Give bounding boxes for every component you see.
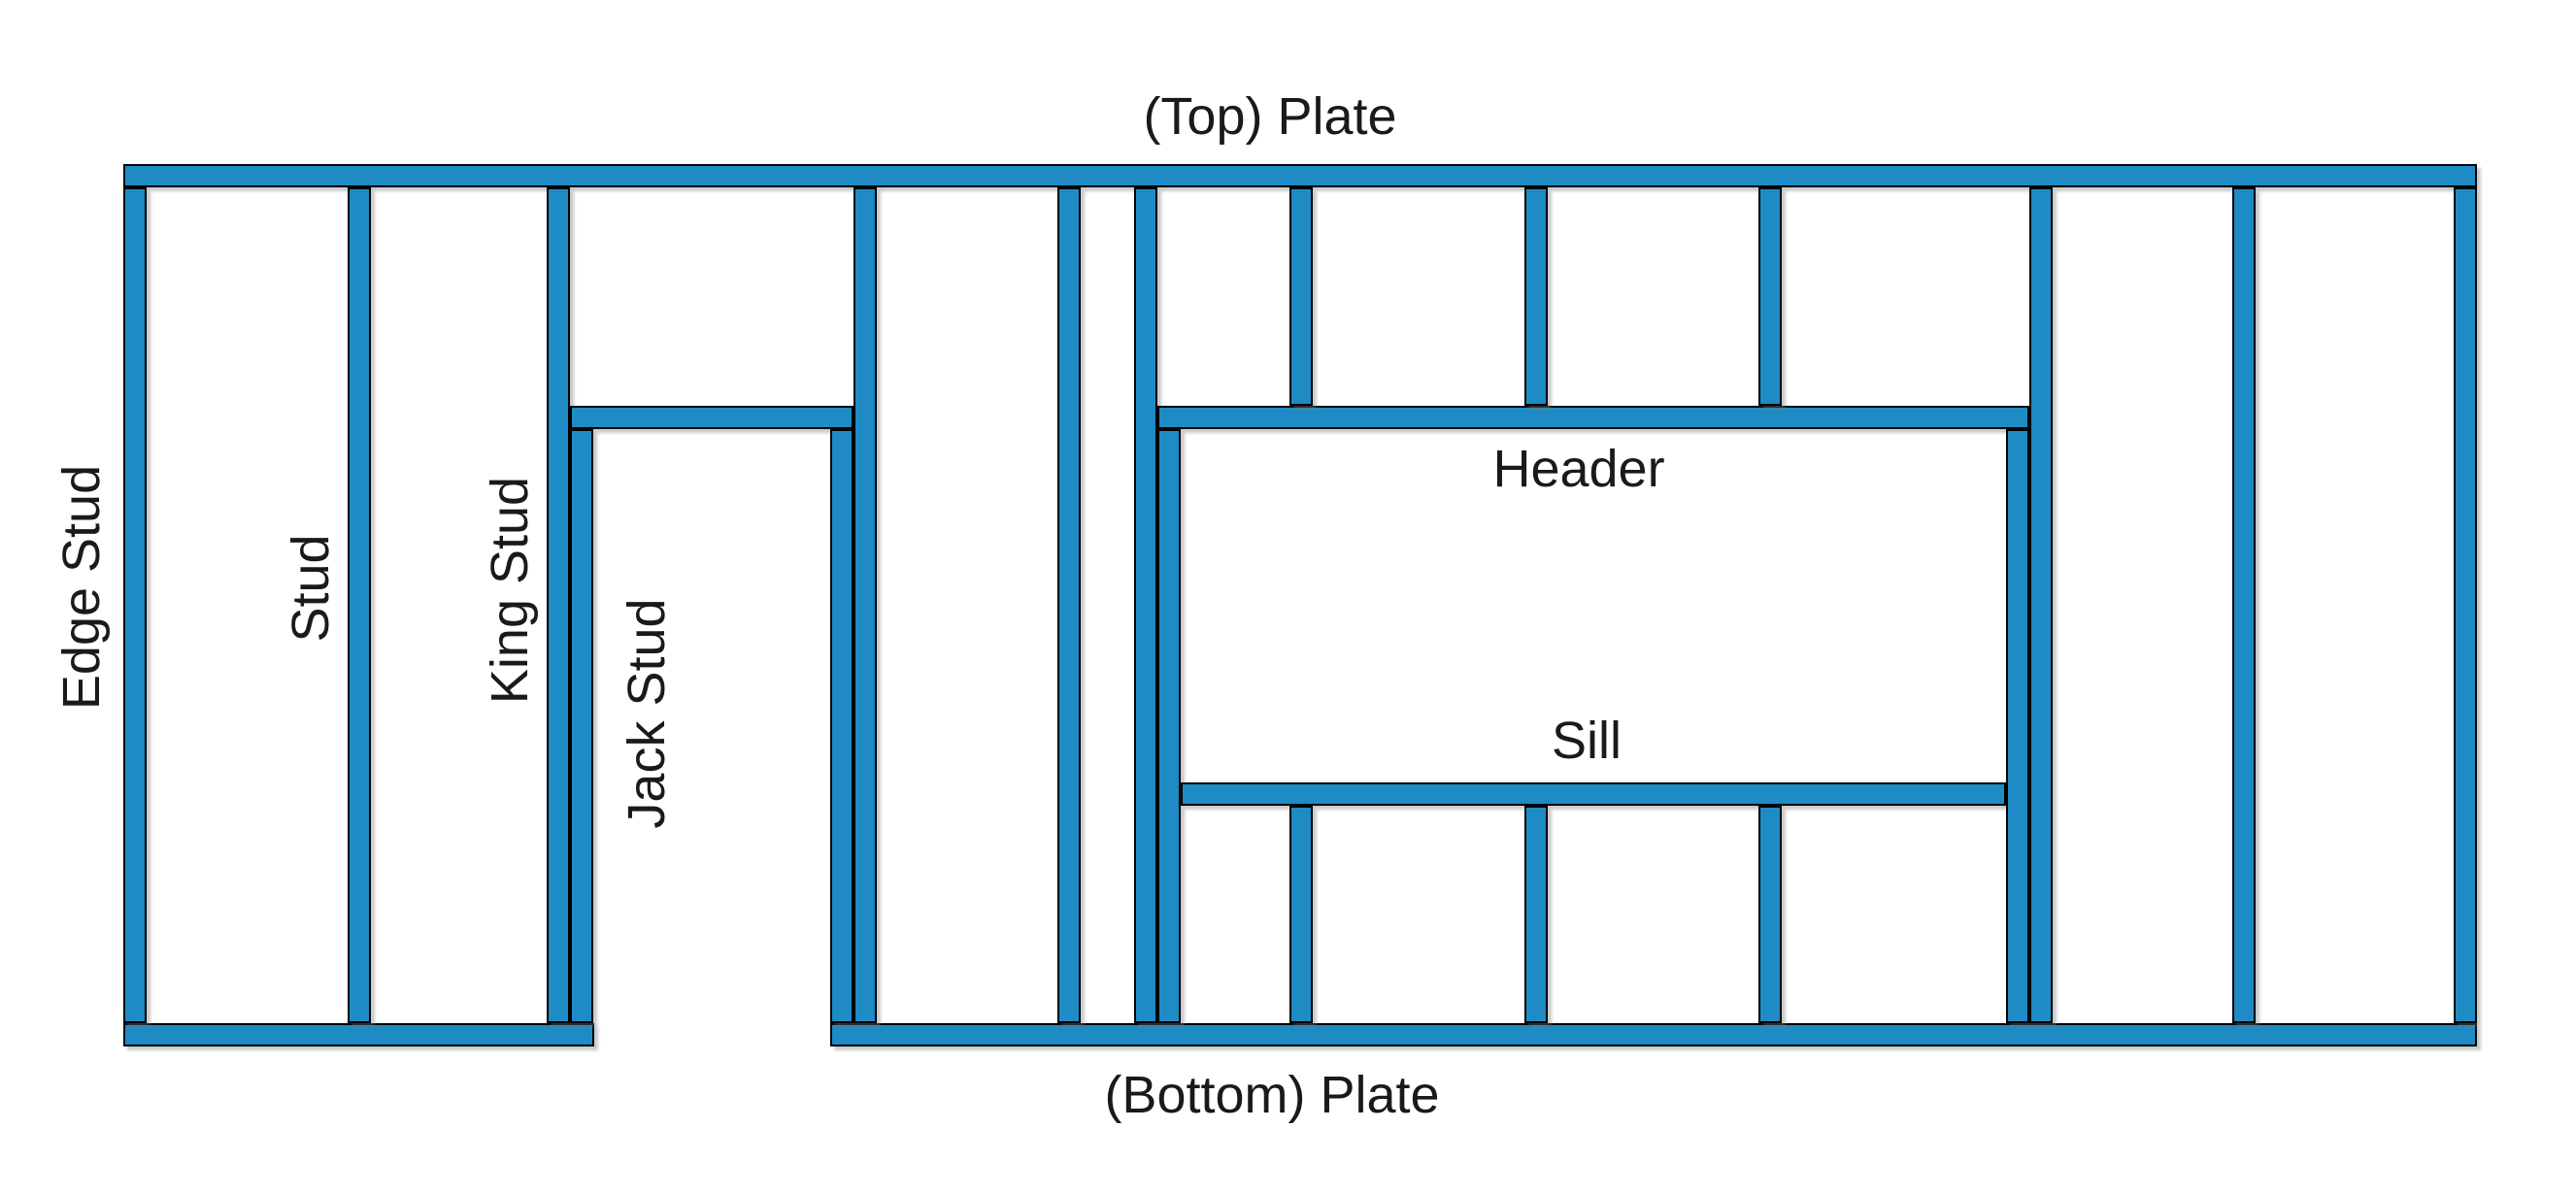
label-top-plate: (Top) Plate — [1143, 87, 1397, 146]
door-header — [570, 406, 853, 429]
cripple-stud-below-1 — [1289, 806, 1313, 1023]
cripple-stud-above-3 — [1758, 187, 1782, 406]
bottom-plate-left — [123, 1023, 594, 1046]
cripple-stud-below-2 — [1524, 806, 1548, 1023]
label-sill: Sill — [1551, 712, 1623, 770]
cripple-stud-above-2 — [1524, 187, 1548, 406]
stud-1 — [348, 187, 371, 1023]
cripple-stud-below-3 — [1758, 806, 1782, 1023]
king-stud-window-left — [1134, 187, 1157, 1023]
stud-2 — [1057, 187, 1081, 1023]
jack-stud-window-right — [2006, 429, 2029, 1023]
label-jack-stud: Jack Stud — [618, 598, 676, 829]
king-stud-window-right — [2029, 187, 2053, 1023]
edge-stud-right — [2454, 187, 2477, 1023]
window-sill — [1181, 782, 2006, 806]
top-plate — [123, 164, 2477, 187]
label-bottom-plate: (Bottom) Plate — [1104, 1066, 1440, 1124]
label-stud: Stud — [282, 534, 340, 643]
king-stud-door-right — [853, 187, 877, 1023]
edge-stud-left — [123, 187, 147, 1023]
window-header — [1157, 406, 2029, 429]
label-king-stud: King Stud — [481, 476, 539, 705]
jack-stud-door-left — [570, 429, 593, 1023]
label-edge-stud: Edge Stud — [52, 464, 111, 711]
stud-3 — [2232, 187, 2256, 1023]
bottom-plate-right — [830, 1023, 2477, 1046]
king-stud-door-left — [547, 187, 570, 1023]
jack-stud-window-left — [1157, 429, 1181, 1023]
cripple-stud-above-1 — [1289, 187, 1313, 406]
label-header: Header — [1492, 440, 1665, 498]
jack-stud-door-right — [830, 429, 853, 1023]
